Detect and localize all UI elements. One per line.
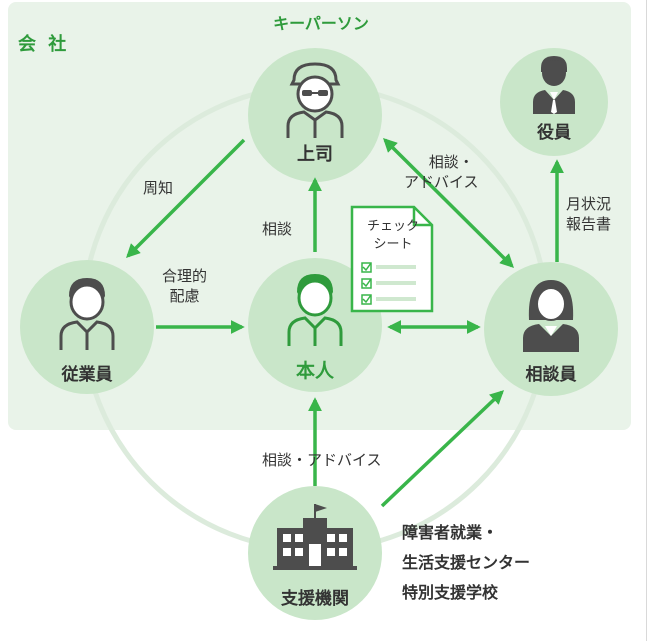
node-boss-label: 上司: [297, 144, 333, 165]
edge-label-monthly-report: 月状況 報告書: [566, 194, 611, 234]
person-icon: [287, 274, 343, 346]
node-boss: 上司: [248, 48, 382, 182]
school-building-icon: [273, 504, 357, 570]
node-consultant-label: 相談員: [525, 365, 577, 385]
node-employees-label: 従業員: [61, 365, 113, 385]
edge-label-soudan-advice-top-line-1: 相談・: [428, 153, 474, 171]
edge-label-hairyo-line-2: 配慮: [169, 287, 200, 305]
company-label: 会 社: [18, 34, 70, 55]
edge-label-soudan-advice-top-line-2: アドバイス: [404, 173, 479, 191]
employee-icon: [59, 278, 115, 350]
node-support-label: 支援機関: [281, 589, 349, 609]
arrow-boss-consultant: [383, 138, 514, 268]
node-support: 支援機関: [248, 486, 382, 620]
consultant-icon: [523, 280, 579, 352]
edge-label-monthly-report-line-1: 月状況: [566, 195, 612, 213]
node-employees: 従業員: [20, 260, 154, 394]
node-yakuin: 役員: [500, 48, 608, 156]
edge-label-soudan-advice-top: 相談・ アドバイス: [404, 152, 479, 192]
edge-label-monthly-report-line-2: 報告書: [566, 215, 612, 233]
support-org-2: 生活支援センター: [402, 553, 531, 572]
support-org-1: 障害者就業・: [402, 523, 499, 542]
right-divider: [646, 0, 647, 641]
boss-icon: [286, 62, 344, 138]
executive-icon: [533, 56, 575, 114]
keyperson-label: キーパーソン: [273, 14, 369, 33]
edge-label-soudan: 相談: [262, 220, 293, 238]
edge-label-hairyo-line-1: 合理的: [162, 267, 208, 285]
arrow-boss-to-employees: [126, 138, 246, 258]
node-consultant: 相談員: [484, 262, 618, 396]
node-yakuin-label: 役員: [537, 123, 571, 143]
edge-label-shuchi: 周知: [143, 179, 174, 197]
support-orgs-list: 障害者就業・ 生活支援センター 特別支援学校: [402, 518, 530, 608]
edge-label-hairyo: 合理的 配慮: [162, 266, 207, 306]
edge-label-soudan-advice-bottom: 相談・アドバイス: [262, 451, 382, 469]
node-honnin-label: 本人: [295, 360, 334, 382]
arrow-support-to-consultant: [380, 390, 505, 508]
support-org-3: 特別支援学校: [402, 583, 499, 602]
